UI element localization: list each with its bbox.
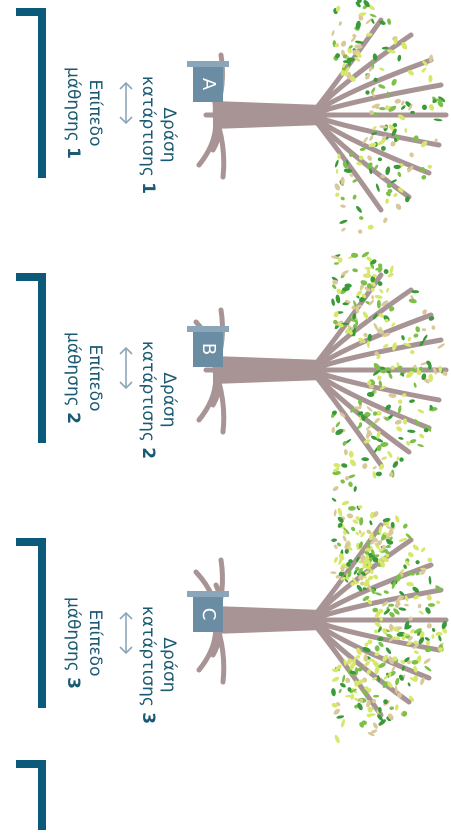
double-arrow-icon bbox=[119, 346, 133, 390]
double-arrow-icon bbox=[119, 611, 133, 655]
level-bracket bbox=[16, 8, 46, 178]
final-bracket bbox=[16, 760, 46, 830]
learning-level-label: Επίπεδο μάθησης 3 bbox=[63, 597, 105, 689]
panel-b: Επίπεδο μάθησης 2 Δράση κατάρτισης 2 B bbox=[0, 265, 451, 525]
training-activity-label: Δράση κατάρτισης 3 bbox=[138, 605, 179, 725]
training-activity-label: Δράση κατάρτισης 1 bbox=[138, 75, 179, 195]
panel-c: Επίπεδο μάθησης 3 Δράση κατάρτισης 3 C bbox=[0, 530, 451, 790]
panel-a: Επίπεδο μάθησης 1 Δράση κατάρτισης 1 A bbox=[0, 0, 451, 260]
training-activity-label: Δράση κατάρτισης 2 bbox=[138, 340, 179, 460]
activity-letter-badge: A bbox=[193, 66, 223, 102]
tree-c bbox=[193, 497, 449, 744]
tree-a bbox=[193, 0, 449, 234]
activity-letter-badge: C bbox=[193, 596, 223, 632]
learning-level-label: Επίπεδο μάθησης 2 bbox=[63, 332, 105, 424]
level-bracket bbox=[16, 538, 46, 708]
activity-letter-badge: B bbox=[193, 331, 223, 367]
level-bracket bbox=[16, 273, 46, 443]
double-arrow-icon bbox=[119, 81, 133, 125]
learning-level-label: Επίπεδο μάθησης 1 bbox=[63, 67, 105, 159]
